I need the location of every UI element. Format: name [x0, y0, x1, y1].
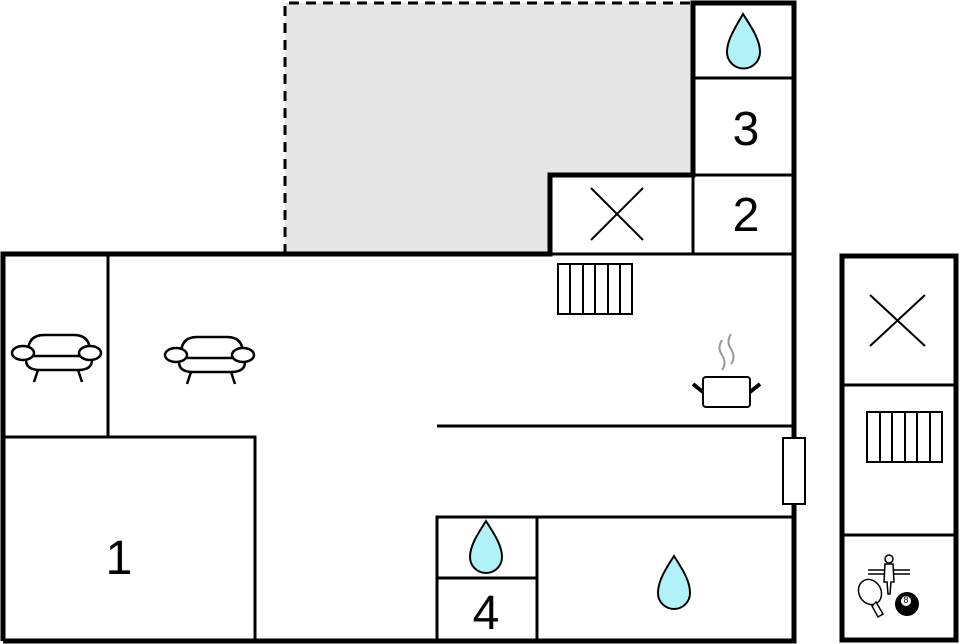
cross-icon — [869, 294, 926, 347]
water-drop-icon — [725, 12, 762, 70]
water-drop-icon — [468, 519, 504, 574]
radiator-icon — [866, 411, 943, 463]
sofa-icon — [10, 333, 103, 383]
cross-icon — [590, 187, 644, 241]
room-label-2: 2 — [732, 189, 760, 242]
game-room-icon — [857, 554, 919, 619]
cooking-pot-icon — [691, 333, 762, 408]
interior-walls — [3, 76, 794, 641]
terrace — [283, 1, 693, 254]
room-label-1: 1 — [105, 532, 133, 585]
sofa-icon — [163, 335, 256, 385]
water-drop-icon — [656, 554, 692, 610]
window — [782, 437, 806, 505]
annex-building — [839, 253, 959, 643]
room-label-4: 4 — [472, 587, 500, 640]
room-label-3: 3 — [732, 103, 760, 156]
billiard-ball-number: 8 — [903, 595, 909, 605]
radiator-icon — [557, 263, 633, 315]
